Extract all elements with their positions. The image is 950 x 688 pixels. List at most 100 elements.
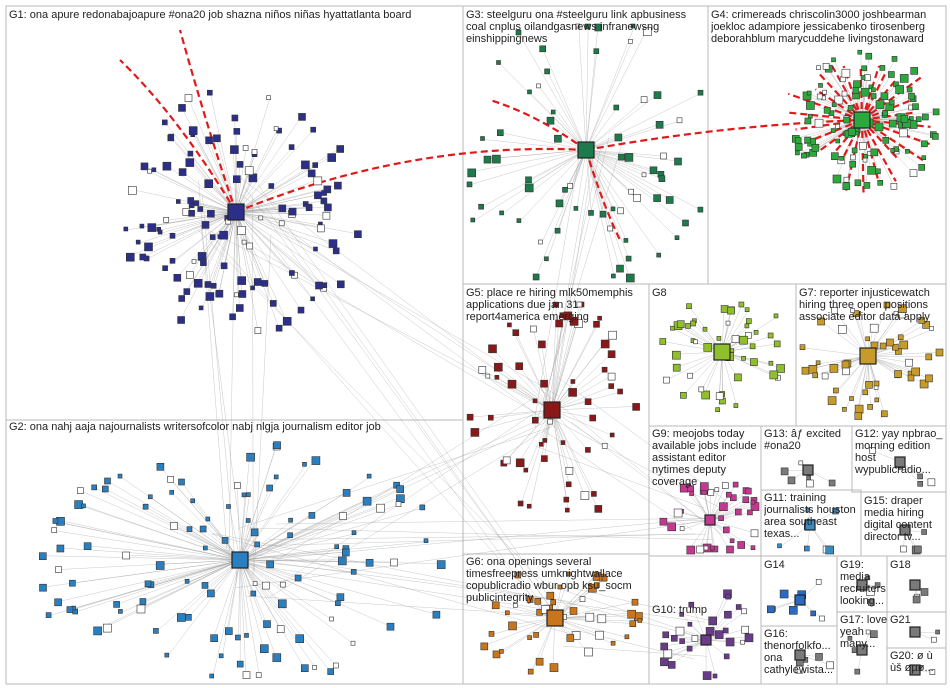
node-g5[interactable] <box>593 320 600 328</box>
node-g3[interactable] <box>515 29 522 36</box>
node-g9[interactable] <box>722 526 730 534</box>
node-g5[interactable] <box>538 441 544 447</box>
node-g2[interactable] <box>244 633 249 638</box>
node-g4[interactable] <box>835 138 841 144</box>
node-g13[interactable] <box>780 467 789 476</box>
node-g3[interactable] <box>617 207 624 215</box>
node-g2[interactable] <box>236 660 244 668</box>
node-g2[interactable] <box>164 652 170 658</box>
node-g1[interactable] <box>147 223 157 232</box>
node-g2[interactable] <box>55 566 62 573</box>
node-g1[interactable] <box>231 114 239 122</box>
node-g7[interactable] <box>922 321 931 329</box>
node-g10[interactable] <box>663 649 673 659</box>
node-g9[interactable] <box>726 545 734 554</box>
node-g10[interactable] <box>725 593 731 600</box>
node-g7[interactable] <box>801 366 810 375</box>
node-g2[interactable] <box>153 628 159 634</box>
node-g1[interactable] <box>128 186 137 195</box>
node-g3[interactable] <box>588 210 594 216</box>
node-g4[interactable] <box>851 147 858 154</box>
node-g4[interactable] <box>921 155 927 160</box>
node-g2[interactable] <box>311 456 321 465</box>
node-g16[interactable] <box>795 665 804 674</box>
node-g4[interactable] <box>910 67 919 75</box>
node-g3[interactable] <box>642 27 652 37</box>
node-g9[interactable] <box>742 496 750 504</box>
node-g8[interactable] <box>693 339 698 345</box>
node-g7[interactable] <box>829 364 839 373</box>
node-g2[interactable] <box>366 473 372 479</box>
node-g8[interactable] <box>670 325 675 331</box>
node-g5[interactable] <box>517 500 524 507</box>
node-g2[interactable] <box>39 583 47 592</box>
node-g5[interactable] <box>580 491 590 500</box>
node-g3[interactable] <box>575 23 581 29</box>
node-g8[interactable] <box>680 391 687 399</box>
node-g10[interactable] <box>688 601 695 608</box>
node-g2[interactable] <box>419 504 426 511</box>
node-g3[interactable] <box>496 60 501 65</box>
node-g12[interactable] <box>917 480 924 487</box>
node-g13[interactable] <box>798 460 804 466</box>
node-g21[interactable] <box>935 629 940 635</box>
node-g5[interactable] <box>512 329 520 337</box>
node-g4[interactable] <box>879 65 886 71</box>
node-g19[interactable] <box>874 582 881 588</box>
node-g3[interactable] <box>470 217 476 223</box>
node-g2[interactable] <box>169 490 174 495</box>
node-g1[interactable] <box>229 313 236 321</box>
node-g4[interactable] <box>814 118 824 128</box>
node-g9[interactable] <box>721 482 729 489</box>
node-g8[interactable] <box>725 320 731 326</box>
node-g2[interactable] <box>280 581 286 588</box>
node-g2[interactable] <box>273 474 279 480</box>
node-g5[interactable] <box>555 319 563 328</box>
node-g2[interactable] <box>38 552 47 561</box>
node-g4[interactable] <box>895 85 904 94</box>
node-g6[interactable] <box>587 583 597 593</box>
node-g1[interactable] <box>320 197 328 205</box>
node-g1[interactable] <box>140 162 149 171</box>
node-g9[interactable] <box>725 491 732 498</box>
node-g10[interactable] <box>660 642 669 651</box>
node-g8[interactable] <box>720 305 729 313</box>
node-g11[interactable] <box>832 507 839 515</box>
node-g3[interactable] <box>599 210 607 218</box>
node-g10[interactable] <box>662 631 670 639</box>
node-g5[interactable] <box>515 362 524 371</box>
node-g8[interactable] <box>676 320 685 329</box>
node-g5[interactable] <box>488 344 497 354</box>
node-g3[interactable] <box>546 116 555 125</box>
node-g16[interactable] <box>826 661 835 670</box>
node-g10[interactable] <box>670 634 678 642</box>
node-g2[interactable] <box>350 640 356 646</box>
node-g5[interactable] <box>547 418 554 425</box>
node-g8[interactable] <box>698 386 705 393</box>
node-g1[interactable] <box>236 304 244 312</box>
node-g4[interactable] <box>875 168 881 175</box>
node-g5[interactable] <box>601 366 608 373</box>
node-g1[interactable] <box>191 258 197 264</box>
node-g2[interactable] <box>93 626 102 636</box>
node-g3[interactable] <box>616 264 624 273</box>
node-g5[interactable] <box>553 301 559 308</box>
node-g6[interactable] <box>491 601 500 610</box>
node-g6[interactable] <box>585 612 595 622</box>
node-g5[interactable] <box>502 456 511 465</box>
node-g4[interactable] <box>823 107 831 114</box>
node-g2[interactable] <box>210 634 218 643</box>
node-g2[interactable] <box>242 671 251 679</box>
node-g2[interactable] <box>142 503 149 510</box>
node-g1[interactable] <box>322 211 331 220</box>
node-g3[interactable] <box>613 104 620 111</box>
node-g3[interactable] <box>466 181 473 188</box>
node-g2[interactable] <box>184 578 190 584</box>
node-g5[interactable] <box>532 398 538 404</box>
node-g5[interactable] <box>591 491 597 497</box>
node-g6[interactable] <box>592 571 597 577</box>
node-g9[interactable] <box>718 515 724 522</box>
node-g1[interactable] <box>268 183 275 189</box>
node-g10[interactable] <box>708 616 718 626</box>
node-g3[interactable] <box>527 89 532 95</box>
